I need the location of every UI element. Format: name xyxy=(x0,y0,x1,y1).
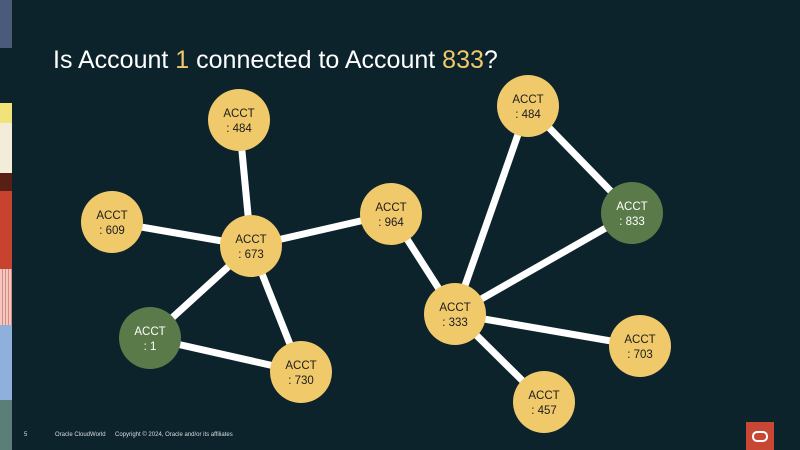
account-node-n730: ACCT : 730 xyxy=(270,341,332,403)
node-label-type: ACCT xyxy=(96,210,127,222)
node-label-type: ACCT xyxy=(223,108,254,120)
logo-ring-icon xyxy=(752,431,768,442)
node-circle xyxy=(513,371,575,433)
node-circle xyxy=(220,215,282,277)
account-node-n609: ACCT : 609 xyxy=(81,191,143,253)
node-circle xyxy=(360,183,422,245)
account-node-n703: ACCT : 703 xyxy=(609,315,671,377)
node-label-id: : 730 xyxy=(288,375,314,387)
node-circle xyxy=(119,307,181,369)
node-label-id: : 333 xyxy=(442,317,468,329)
node-circle xyxy=(497,75,559,137)
node-label-type: ACCT xyxy=(235,234,266,246)
node-label-id: : 609 xyxy=(99,225,125,237)
account-node-n833: ACCT : 833 xyxy=(601,182,663,244)
node-circle xyxy=(609,315,671,377)
copyright-text: Copyright © 2024, Oracle and/or its affi… xyxy=(115,432,233,438)
node-label-id: : 964 xyxy=(378,217,404,229)
node-label-type: ACCT xyxy=(375,202,406,214)
node-label-id: : 457 xyxy=(531,405,557,417)
oracle-logo-icon xyxy=(746,422,774,450)
node-circle xyxy=(81,191,143,253)
node-circle xyxy=(601,182,663,244)
node-label-id: : 833 xyxy=(619,216,645,228)
account-node-n964: ACCT : 964 xyxy=(360,183,422,245)
node-label-id: : 484 xyxy=(515,109,541,121)
account-node-n673: ACCT : 673 xyxy=(220,215,282,277)
account-node-n484a: ACCT : 484 xyxy=(208,89,270,151)
page-number: 5 xyxy=(24,432,27,438)
account-node-n484b: ACCT : 484 xyxy=(497,75,559,137)
node-label-id: : 703 xyxy=(627,349,653,361)
node-label-type: ACCT xyxy=(439,302,470,314)
node-label-type: ACCT xyxy=(285,360,316,372)
node-label-type: ACCT xyxy=(624,334,655,346)
event-name: Oracle CloudWorld xyxy=(55,432,106,438)
node-label-type: ACCT xyxy=(616,201,647,213)
node-label-id: : 1 xyxy=(144,341,157,353)
account-node-n457: ACCT : 457 xyxy=(513,371,575,433)
node-circle xyxy=(270,341,332,403)
edge-n484b-n333 xyxy=(455,106,528,314)
edges-layer xyxy=(112,106,640,402)
node-label-id: : 673 xyxy=(238,249,264,261)
account-node-n333: ACCT : 333 xyxy=(424,283,486,345)
node-label-id: : 484 xyxy=(226,123,252,135)
node-label-type: ACCT xyxy=(134,326,165,338)
node-label-type: ACCT xyxy=(528,390,559,402)
node-circle xyxy=(208,89,270,151)
account-node-n1: ACCT : 1 xyxy=(119,307,181,369)
node-circle xyxy=(424,283,486,345)
node-label-type: ACCT xyxy=(512,94,543,106)
